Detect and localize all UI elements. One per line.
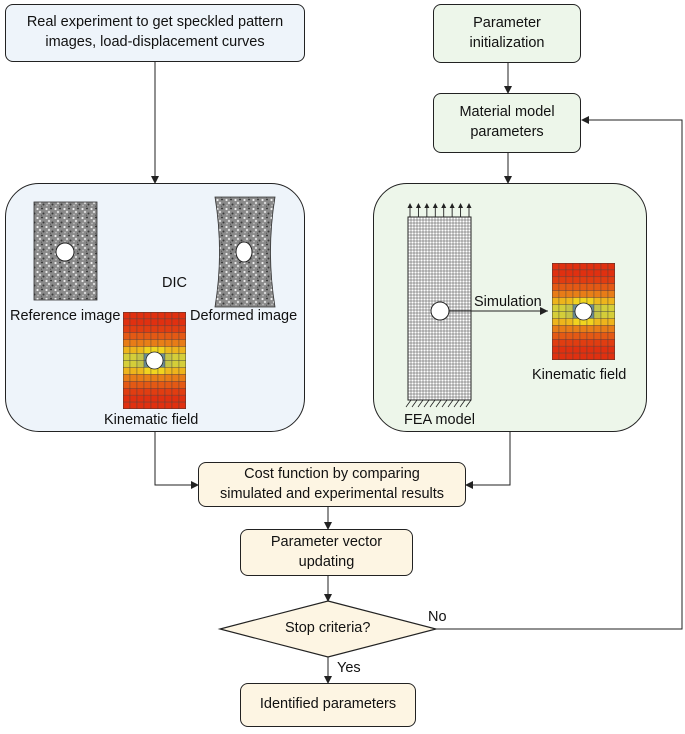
kinematic-field-left bbox=[123, 312, 186, 409]
reference-image-label: Reference image bbox=[10, 308, 121, 324]
experiment-text: Real experiment to get speckled pattern … bbox=[26, 14, 284, 50]
material-params-box: Material model parameters bbox=[433, 93, 581, 153]
identified-params-box: Identified parameters bbox=[240, 683, 416, 727]
deformed-image bbox=[214, 196, 276, 308]
cost-function-box: Cost function by comparing simulated and… bbox=[198, 462, 466, 507]
kinematic-field-right bbox=[552, 263, 615, 360]
no-label: No bbox=[428, 609, 447, 625]
cost-function-text: Cost function by comparing simulated and… bbox=[219, 465, 445, 502]
stop-criteria-text: Stop criteria? bbox=[285, 620, 371, 636]
param-update-text: Parameter vector updating bbox=[270, 533, 383, 570]
arrow-no-feedback bbox=[436, 116, 683, 630]
arrow-left-panel-to-cost bbox=[154, 432, 199, 489]
arrow-right-panel-to-cost bbox=[465, 432, 511, 489]
reference-image bbox=[33, 201, 98, 301]
kinematic-field-right-label: Kinematic field bbox=[532, 367, 627, 383]
param-init-text: Parameter initialization bbox=[469, 14, 545, 51]
identified-params-text: Identified parameters bbox=[259, 696, 397, 713]
simulation-label: Simulation bbox=[474, 294, 542, 310]
param-init-box: Parameter initialization bbox=[433, 4, 581, 63]
kinematic-field-left-label: Kinematic field bbox=[104, 412, 199, 428]
experiment-box: Real experiment to get speckled pattern … bbox=[5, 4, 305, 62]
dic-label: DIC bbox=[162, 275, 187, 291]
material-params-text: Material model parameters bbox=[459, 104, 555, 140]
fea-model-label: FEA model bbox=[404, 412, 475, 428]
yes-label: Yes bbox=[337, 660, 361, 676]
param-update-box: Parameter vector updating bbox=[240, 529, 413, 576]
deformed-image-label: Deformed image bbox=[190, 308, 298, 324]
